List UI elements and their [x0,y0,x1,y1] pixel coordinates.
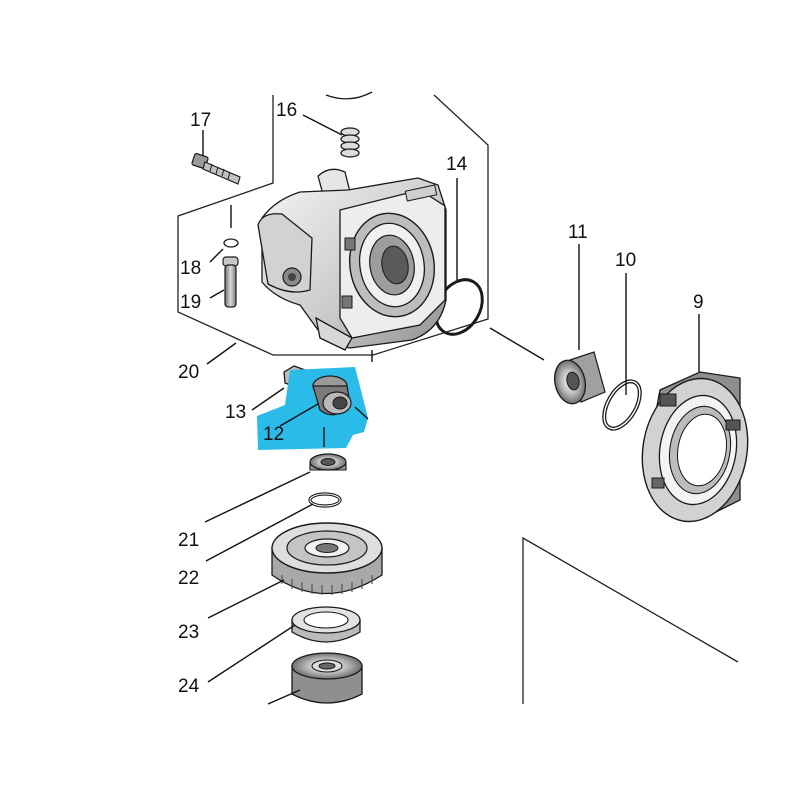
cover-plate-part [641,314,749,523]
large-bevel-gear-part [207,522,383,619]
callout-12: 12 [263,424,284,445]
small-bearing-part [204,453,347,523]
adjacent-assembly-frame [522,536,739,704]
spring-part [302,91,373,158]
callout-13: 13 [225,402,246,423]
bolt-part [191,130,241,185]
callout-10: 10 [615,250,636,271]
callout-17: 17 [190,110,211,131]
large-bearing-part [267,652,363,705]
callout-22: 22 [178,568,199,589]
snap-ring-part [205,492,342,562]
callout-21: 21 [178,530,199,551]
callout-24: 24 [178,676,200,697]
callout-labels: 17 16 14 18 19 20 13 12 11 10 9 21 22 23… [178,100,704,697]
callout-20: 20 [178,362,199,383]
callout-9: 9 [693,292,704,313]
gear-housing-part [257,168,447,362]
circlip-part [602,273,642,431]
housing-group-frame [177,94,489,365]
callout-18: 18 [180,258,201,279]
collar-part [207,606,361,683]
callout-23: 23 [178,622,199,643]
o-ring-small-part [209,205,239,263]
ball-bearing-part [489,244,606,405]
callout-14: 14 [446,154,468,175]
callout-16: 16 [276,100,297,121]
pin-part [209,256,239,308]
callout-11: 11 [568,222,588,243]
callout-19: 19 [180,292,201,313]
bevel-gear-highlighted-part [257,367,369,450]
